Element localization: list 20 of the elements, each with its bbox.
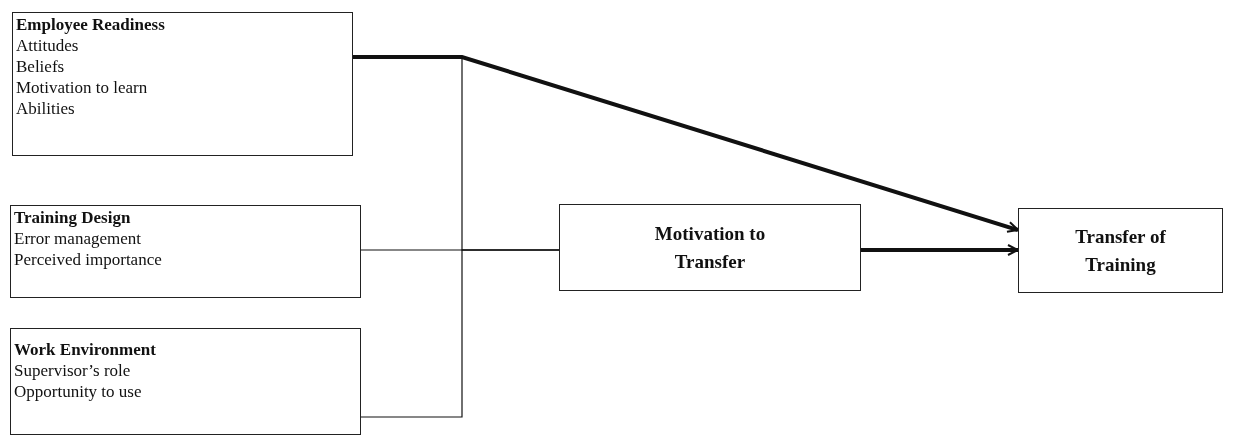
list-item: Motivation to learn (16, 77, 148, 98)
node-title: Transfer of Training (1074, 224, 1167, 277)
box-heading: Work Environment (14, 339, 156, 360)
list-item: Error management (14, 228, 141, 249)
list-item: Attitudes (16, 35, 79, 56)
node-title: Motivation to Transfer (653, 221, 767, 274)
list-item: Beliefs (16, 56, 65, 77)
list-item: Supervisor’s role (14, 360, 131, 381)
box-heading: Training Design (14, 207, 131, 228)
text-box (12, 12, 353, 156)
connector-arrow (861, 244, 1019, 256)
box-heading: Employee Readiness (16, 14, 165, 35)
text-box (559, 204, 861, 291)
connector-arrow (353, 55, 1019, 233)
list-item: Abilities (16, 98, 75, 119)
text-box (1018, 208, 1223, 293)
text-box (10, 205, 361, 298)
list-item: Perceived importance (14, 249, 162, 270)
text-box (10, 328, 361, 435)
list-item: Opportunity to use (14, 381, 142, 402)
